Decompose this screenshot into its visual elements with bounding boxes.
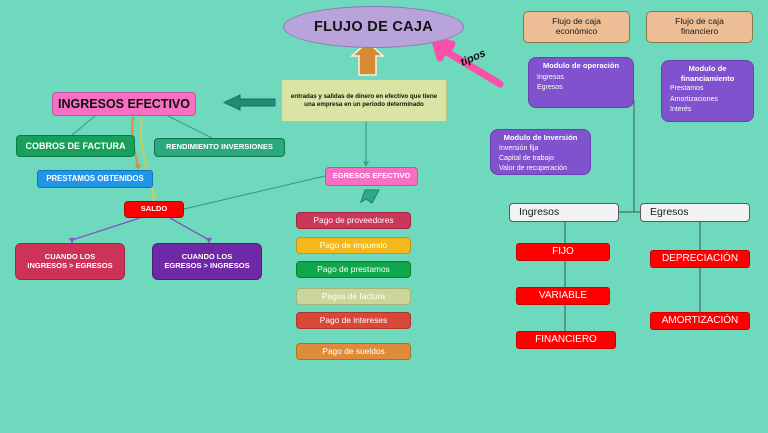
modulo-financiamiento-line-3: Interés [670, 105, 692, 113]
tipos-arrow-label: tipos [458, 47, 488, 69]
modulo-financiamiento-title-2: financiamiento [680, 73, 735, 83]
node-cobros-de-factura[interactable]: COBROS DE FACTURA [16, 135, 135, 157]
node-variable[interactable]: VARIABLE [516, 287, 610, 305]
node-pago-de-sueldos[interactable]: Pago de sueldos [296, 343, 411, 360]
modulo-inversion-line-1: Inversión fija [499, 144, 539, 152]
modulo-financiamiento-line-2: Amortizaciones [670, 95, 718, 103]
modulo-inversion-title: Modulo de Inversión [503, 133, 578, 142]
node-pago-de-impuesto[interactable]: Pago de impuesto [296, 237, 411, 254]
node-depreciacion[interactable]: DEPRECIACIÓN [650, 250, 750, 268]
cuando-a-line1: CUANDO LOS [44, 251, 96, 261]
flujo-fin-line2: financiero [680, 26, 719, 36]
modulo-operacion-title: Modulo de operación [542, 61, 620, 70]
node-ingresos-efectivo[interactable]: INGRESOS EFECTIVO [52, 92, 196, 116]
node-saldo[interactable]: SALDO [124, 201, 184, 218]
node-flujo-de-caja-economico[interactable]: Flujo de caja económico [523, 11, 630, 43]
page-title: FLUJO DE CAJA [283, 6, 464, 48]
modulo-inversion-line-2: Capital de trabajo [499, 154, 554, 162]
node-modulo-inversion[interactable]: Modulo de Inversión Inversión fija Capit… [490, 129, 591, 175]
modulo-financiamiento-title-1: Modulo de [688, 64, 727, 73]
modulo-operacion-line-2: Egresos [537, 83, 563, 91]
node-modulo-financiamiento[interactable]: Modulo de financiamiento Prestamos Amort… [661, 60, 754, 122]
modulo-operacion-line-1: Ingresos [537, 73, 564, 81]
flujo-eco-line1: Flujo de caja [552, 16, 601, 27]
node-egresos-efectivo[interactable]: EGRESOS EFECTIVO [325, 167, 418, 186]
node-modulo-operacion[interactable]: Modulo de operación Ingresos Egresos [528, 57, 634, 108]
cuando-b-line2: EGRESOS > INGRESOS [164, 260, 250, 270]
node-cuando-egresos-mayor-ingresos[interactable]: CUANDO LOS EGRESOS > INGRESOS [152, 243, 262, 280]
node-rendimiento-inversiones[interactable]: RENDIMIENTO INVERSIONES [154, 138, 285, 157]
definition-box: entradas y salidas de dinero en efectivo… [281, 79, 447, 122]
node-financiero[interactable]: FINANCIERO [516, 331, 616, 349]
flujo-eco-line2: económico [555, 26, 598, 36]
node-pago-de-intereses[interactable]: Pago de intereses [296, 312, 411, 329]
node-egresos-right[interactable]: Egresos [640, 203, 750, 222]
node-ingresos-right[interactable]: Ingresos [509, 203, 619, 222]
modulo-inversion-line-3: Valor de recuperación [499, 165, 567, 172]
node-fijo[interactable]: FIJO [516, 243, 610, 261]
node-amortizacion[interactable]: AMORTIZACIÓN [650, 312, 750, 330]
flujo-fin-line1: Flujo de caja [675, 16, 724, 27]
node-flujo-de-caja-financiero[interactable]: Flujo de caja financiero [646, 11, 753, 43]
node-cuando-ingresos-mayor-egresos[interactable]: CUANDO LOS INGRESOS > EGRESOS [15, 243, 125, 280]
cuando-b-line1: CUANDO LOS [181, 251, 233, 261]
modulo-financiamiento-line-1: Prestamos [670, 85, 704, 93]
node-prestamos-obtenidos[interactable]: PRESTAMOS OBTENIDOS [37, 170, 153, 188]
cuando-a-line2: INGRESOS > EGRESOS [27, 260, 113, 270]
node-pagos-de-factura[interactable]: Pagos de factura [296, 288, 411, 305]
node-pago-de-prestamos[interactable]: Pago de prestamos [296, 261, 411, 278]
node-pago-de-proveedores[interactable]: Pago de proveedores [296, 212, 411, 229]
